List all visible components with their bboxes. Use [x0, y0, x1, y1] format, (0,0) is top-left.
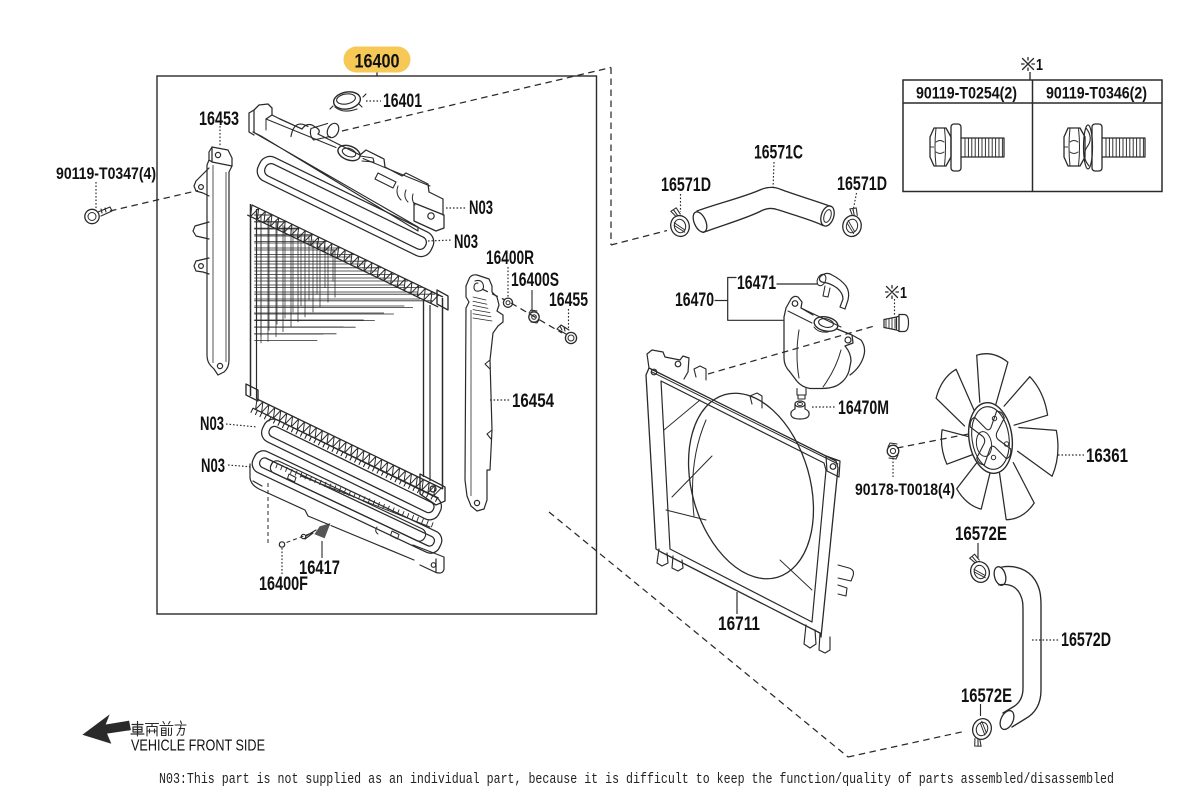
svg-text:16571D: 16571D: [837, 174, 887, 195]
svg-text:16454: 16454: [512, 391, 554, 412]
svg-text:16711: 16711: [718, 614, 760, 635]
svg-text:16401: 16401: [383, 91, 422, 112]
svg-text:16572D: 16572D: [1061, 630, 1111, 651]
svg-text:16400: 16400: [355, 51, 400, 73]
svg-text:16400F: 16400F: [259, 574, 308, 595]
svg-text:90178-T0018(4): 90178-T0018(4): [855, 481, 955, 499]
svg-text:16417: 16417: [299, 558, 340, 579]
svg-text:1: 1: [1036, 57, 1043, 74]
svg-text:16470M: 16470M: [838, 398, 889, 419]
svg-text:90119-T0254(2): 90119-T0254(2): [916, 85, 1017, 103]
svg-text:16572E: 16572E: [955, 524, 1007, 545]
svg-text:N03: N03: [201, 456, 225, 477]
svg-text:N03: N03: [469, 198, 493, 219]
svg-text:16571D: 16571D: [661, 175, 711, 196]
svg-text:16471: 16471: [737, 273, 776, 294]
svg-text:16453: 16453: [199, 109, 239, 130]
svg-text:90119-T0346(2): 90119-T0346(2): [1046, 85, 1147, 103]
svg-text:16571C: 16571C: [754, 143, 803, 164]
svg-text:16361: 16361: [1086, 446, 1128, 467]
svg-text:16400S: 16400S: [511, 270, 559, 291]
svg-text:N03: N03: [454, 232, 478, 253]
svg-text:N03:This part is not supplied: N03:This part is not supplied as an indi…: [159, 772, 1114, 788]
svg-text:1: 1: [900, 285, 907, 302]
svg-text:16572E: 16572E: [961, 686, 1012, 707]
svg-text:16455: 16455: [549, 290, 588, 311]
svg-text:N03: N03: [200, 414, 224, 435]
svg-text:90119-T0347(4): 90119-T0347(4): [56, 165, 156, 183]
svg-text:16400R: 16400R: [486, 248, 534, 269]
svg-text:VEHICLE FRONT SIDE: VEHICLE FRONT SIDE: [131, 738, 265, 755]
svg-text:16470: 16470: [675, 290, 714, 311]
